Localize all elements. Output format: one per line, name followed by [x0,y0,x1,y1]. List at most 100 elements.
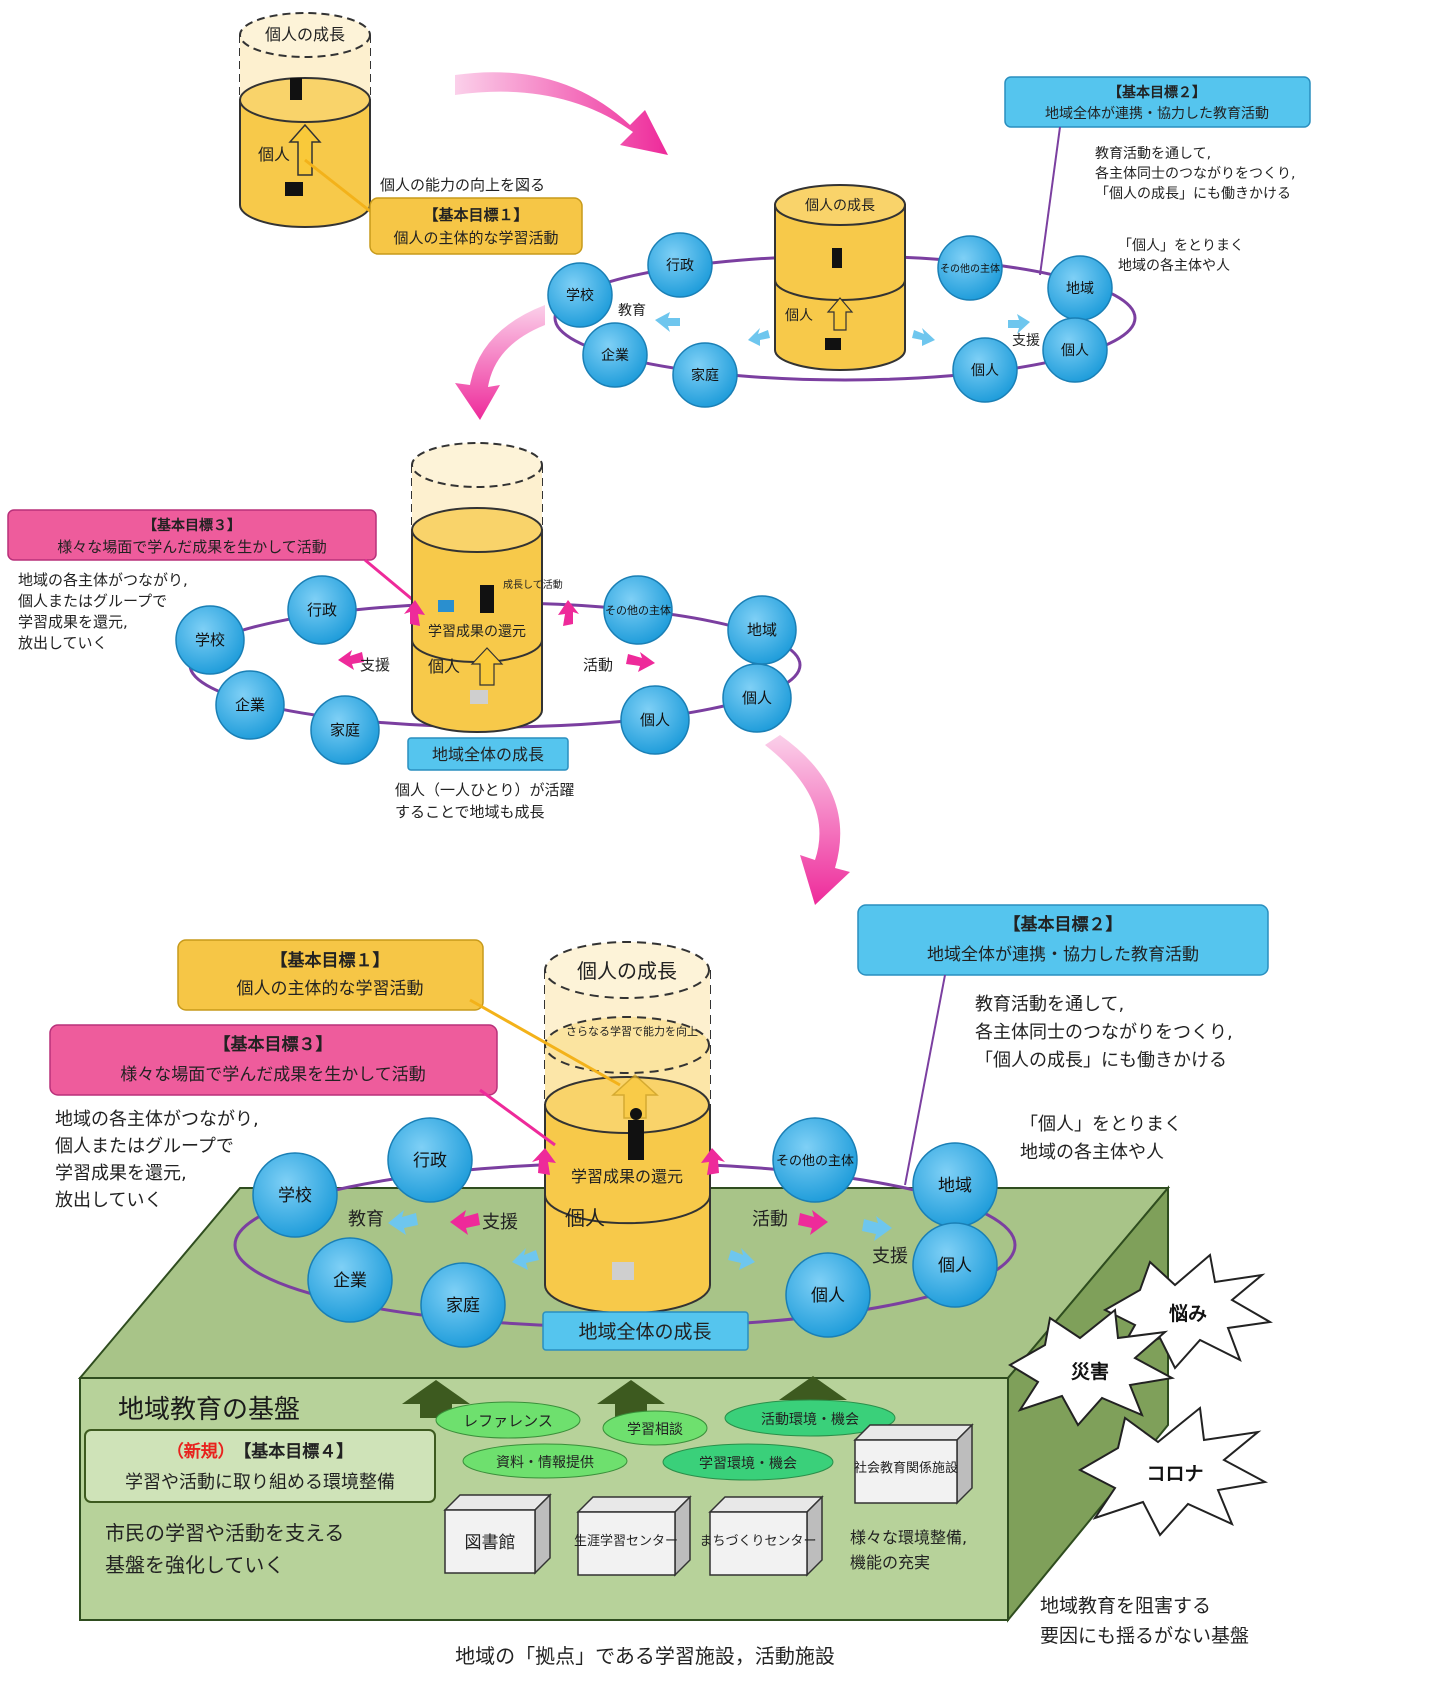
svg-text:様々な場面で学んだ成果を生かして活動: 様々な場面で学んだ成果を生かして活動 [120,1065,426,1085]
stage2-note1-line3: 「個人の成長」にも働きかける [1095,186,1291,202]
svg-text:地域全体の成長: 地域全体の成長 [432,745,544,764]
stage1-cylinder: 個人の成長 個人 [239,12,371,228]
stage4-label-support: 支援 [482,1212,518,1233]
goal4-new-label: （新規） [167,1441,235,1462]
up-arrow-1 [402,1380,470,1418]
flow-arrow-2 [455,305,545,420]
stage4-nodes: 学校 行政 企業 家庭 その他の主体 地域 個人 個人 [252,1117,998,1348]
up-arrow-2 [597,1380,665,1418]
svg-text:その他の主体: その他の主体 [605,603,671,617]
svg-text:地域全体の成長: 地域全体の成長 [578,1321,711,1343]
node-region: 地域 [1047,255,1113,321]
node-family: 家庭 [420,1262,506,1348]
stage1-caption: 個人の能力の向上を図る [380,176,545,194]
stage1-goal-title: 【基本目標１】 [423,206,528,224]
stage4-note-goal2-line1: 教育活動を通して, [975,994,1124,1015]
node-school: 学校 [252,1152,338,1238]
stage2-goal-text: 地域全体が連携・協力した教育活動 [1045,105,1269,122]
stage4-note-goal3-line4: 放出していく [55,1190,162,1211]
stage2-goal-box: 【基本目標２】 地域全体が連携・協力した教育活動 [1004,76,1311,128]
svg-text:家庭: 家庭 [330,721,360,739]
stage2-note1-line2: 各主体同士のつながりをつくり, [1095,166,1295,182]
svg-text:個人: 個人 [640,711,670,729]
node-family: 家庭 [672,342,738,408]
stage4-note-goal3-line3: 学習成果を還元, [55,1163,187,1184]
stage1: 個人の成長 個人 個人の能力の向上を図る 【基本目標１】 個人の主体的な学習活動 [239,12,583,255]
stage4-growth-box: 地域全体の成長 [542,1311,749,1351]
svg-text:個人の主体的な学習活動: 個人の主体的な学習活動 [237,979,424,999]
facility-lifelong: 生涯学習センター [574,1495,692,1577]
facilities: 図書館 生涯学習センター まちづくりセンター 社会教育関係施設 [443,1423,974,1577]
stage4: 個人の成長 さらなる学習で能力を向上 学習成果の還元 個人 【基本目標１】 個人… [49,904,1274,1668]
node-individual-a: 個人 [912,1222,998,1308]
svg-text:学校: 学校 [195,631,225,649]
svg-text:行政: 行政 [413,1151,447,1171]
stage4-label-activity: 活動 [752,1209,788,1230]
oval-materials: 資料・情報提供 [462,1443,628,1479]
stage3-goal-title: 【基本目標３】 [143,517,241,534]
threat-corona: コロナ [1077,1406,1269,1537]
node-company: 企業 [215,670,285,740]
node-individual-a: 個人 [722,663,792,733]
stage2-cyl-top: 個人の成長 [805,198,875,214]
svg-text:図書館: 図書館 [465,1533,516,1553]
stage2-nodes: 学校 行政 企業 家庭 その他の主体 地域 個人 個人 [547,232,1113,408]
stage4-note-surround-line2: 地域の各主体や人 [1020,1142,1164,1163]
svg-text:レファレンス: レファレンス [463,1412,553,1430]
node-company: 企業 [307,1237,393,1323]
facility-library: 図書館 [443,1493,552,1575]
service-ovals: レファレンス 学習相談 活動環境・機会 資料・情報提供 学習環境・機会 [435,1399,896,1481]
stage3-growth-note-line1: 個人（一人ひとり）が活躍 [395,781,575,799]
facility-note-line2: 機能の充実 [850,1553,930,1572]
svg-text:個人: 個人 [971,363,999,379]
stage3-label-activity: 活動 [583,656,613,674]
stage4-label-edu: 教育 [348,1209,384,1230]
svg-text:地域: 地域 [938,1176,972,1196]
svg-text:災害: 災害 [1071,1360,1109,1383]
svg-text:個人: 個人 [938,1256,972,1276]
oval-reference: レファレンス [435,1401,581,1439]
stage2: 【基本目標２】 地域全体が連携・協力した教育活動 教育活動を通して, 各主体同士… [547,76,1311,408]
stage4-cyl-top: 個人の成長 [577,959,677,983]
stage4-label-support2: 支援 [872,1246,908,1267]
goal4-box: （新規）【基本目標４】 学習や活動に取り組める環境整備 [84,1429,436,1503]
node-government: 行政 [387,1117,473,1203]
stage2-label-support: 支援 [1012,333,1040,349]
stage3-growth-box: 地域全体の成長 [407,737,569,771]
svg-text:その他の主体: その他の主体 [940,262,1000,275]
stage4-goal2-box: 【基本目標２】 地域全体が連携・協力した教育活動 [857,904,1269,976]
stage3-label-support: 支援 [360,656,390,674]
node-government: 行政 [647,232,713,298]
node-other: その他の主体 [937,235,1003,301]
stage4-note-goal2-line3: 「個人の成長」にも働きかける [975,1050,1227,1071]
threat-note-line1: 地域教育を阻害する [1040,1595,1211,1617]
svg-text:企業: 企業 [235,696,265,714]
svg-text:企業: 企業 [601,347,629,364]
svg-text:悩み: 悩み [1169,1302,1207,1325]
stage3-note-line1: 地域の各主体がつながり, [18,571,188,589]
stage4-goal1-box: 【基本目標１】 個人の主体的な学習活動 [177,939,484,1011]
threat-note-line2: 要因にも揺るがない基盤 [1040,1625,1249,1647]
study-icon [285,182,303,196]
svg-text:学習環境・機会: 学習環境・機会 [699,1456,797,1472]
svg-text:家庭: 家庭 [446,1296,480,1316]
stage2-cylinder: 個人の成長 個人 [774,184,906,371]
node-individual-b: 個人 [785,1252,871,1338]
node-government: 行政 [287,575,357,645]
node-other: その他の主体 [603,575,673,645]
svg-text:学習相談: 学習相談 [627,1422,683,1438]
node-school: 学校 [547,262,613,328]
svg-text:活動環境・機会: 活動環境・機会 [761,1412,859,1428]
stage4-cyl-more: さらなる学習で能力を向上 [566,1024,698,1038]
stage4-cyl-return: 学習成果の還元 [571,1167,683,1186]
facility-social-edu: 社会教育関係施設 [853,1423,974,1505]
node-individual-b: 個人 [952,337,1018,403]
stage1-goal-text: 個人の主体的な学習活動 [393,229,558,247]
svg-text:個人: 個人 [742,689,772,707]
stage2-label-edu: 教育 [618,303,646,319]
node-company: 企業 [582,322,648,388]
svg-text:個人: 個人 [1061,343,1089,359]
svg-text:資料・情報提供: 資料・情報提供 [496,1455,594,1471]
svg-text:地域全体が連携・協力した教育活動: 地域全体が連携・協力した教育活動 [927,945,1199,965]
